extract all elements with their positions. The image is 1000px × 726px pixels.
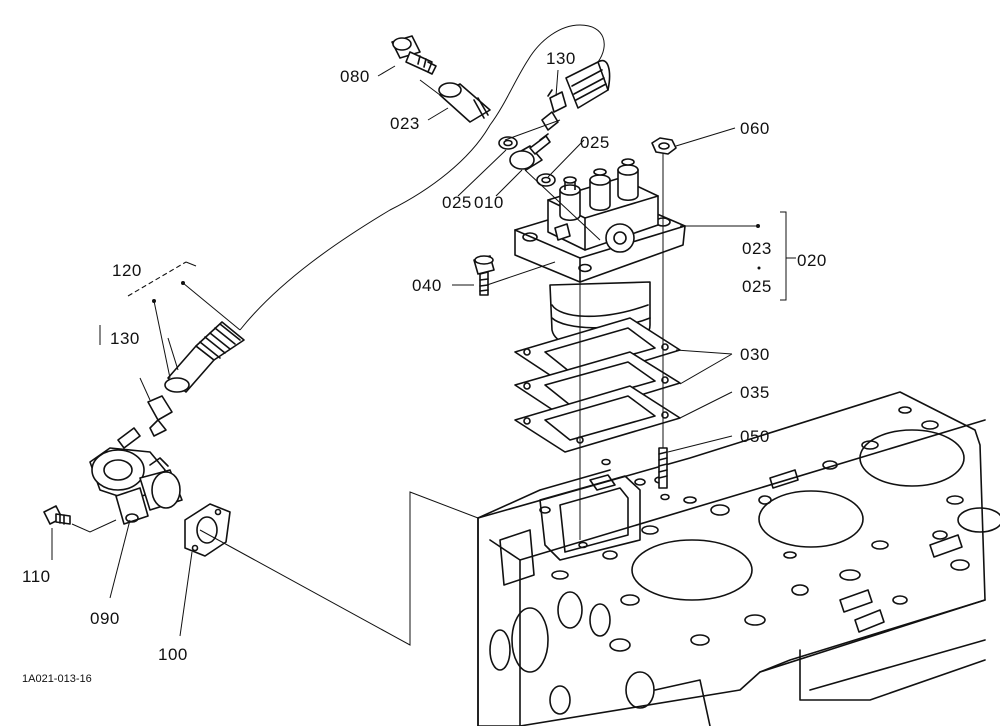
fuel-hose-icon: [565, 59, 611, 109]
part-label-060: 060: [740, 119, 770, 138]
part-label-130-top: 130: [546, 49, 576, 68]
fuel-injection-pump-icon: [514, 158, 686, 350]
part-label-110: 110: [22, 567, 51, 586]
banjo-fitting-icon: [391, 35, 437, 75]
part-label-100: 100: [158, 645, 188, 664]
part-label-080: 080: [340, 67, 370, 86]
hose-clamp-icon: [147, 395, 173, 437]
figure-code: 1A021-013-16: [22, 673, 92, 685]
part-label-130-left: 130: [110, 329, 140, 348]
part-label-040: 040: [412, 276, 442, 295]
bolt-icon: [473, 255, 495, 296]
part-label-035: 035: [740, 383, 770, 402]
part-label-025-right: 025: [742, 277, 772, 296]
hose-clamp-icon: [541, 89, 567, 131]
banjo-fitting-icon: [509, 133, 551, 171]
cylinder-block-icon: [477, 391, 1000, 726]
part-label-025-top: 025: [580, 133, 610, 152]
fuel-feed-pump-icon: [89, 447, 183, 525]
part-label-090: 090: [90, 609, 120, 628]
hollow-bolt-icon: [438, 82, 491, 123]
bolt-icon: [43, 505, 71, 525]
nut-icon: [651, 137, 677, 155]
banjo-fitting-icon: [498, 136, 556, 187]
part-label-120: 120: [112, 261, 142, 280]
part-label-050: 050: [740, 427, 770, 446]
fuel-hose-icon: [164, 321, 245, 393]
part-label-023-right: 023: [742, 239, 772, 258]
part-label-030: 030: [740, 345, 770, 364]
part-label-020: 020: [797, 251, 827, 270]
part-label-023-top: 023: [390, 114, 420, 133]
gasket-icon: [514, 351, 681, 419]
gasket-icon: [184, 503, 231, 557]
part-label-025-left: 025: [442, 193, 472, 212]
part-label-010: 010: [474, 193, 504, 212]
stud-bolt-icon: [658, 447, 668, 489]
